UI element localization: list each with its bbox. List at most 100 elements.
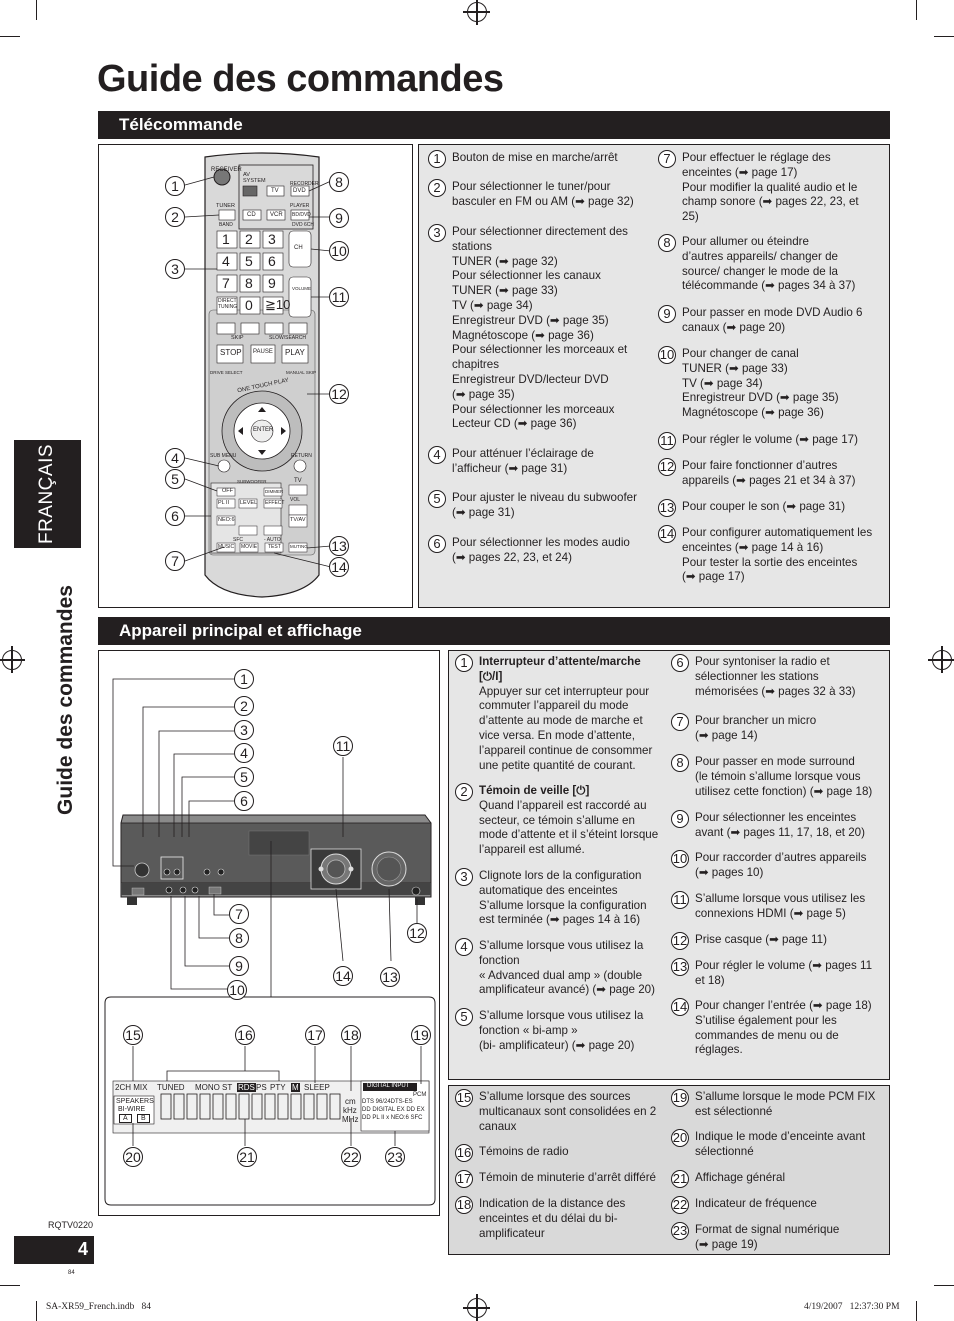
display-digital-input: DIGITAL INPUT [367, 1083, 410, 1089]
callout-10: 10 [329, 241, 349, 261]
section-header-unit: Appareil principal et affichage [98, 617, 890, 645]
unit-callout-15: 15 [123, 1025, 143, 1045]
crop-mark [0, 1285, 20, 1286]
display-tuned: TUNED [157, 1083, 185, 1092]
display-speaker-b: B [137, 1114, 150, 1123]
recorder-label: RECORDER [290, 181, 319, 187]
unit-callout-13: 13 [380, 967, 400, 987]
display-rds: RDS [237, 1083, 256, 1092]
callout-11: 11 [329, 287, 349, 307]
cd-button-label: CD [247, 212, 256, 218]
callout-9: 9 [329, 208, 349, 228]
footer-date: 4/19/2007 12:37:30 PM [804, 1302, 900, 1312]
callout-1: 1 [165, 176, 185, 196]
crop-mark [36, 1301, 37, 1321]
sub-menu-label: SUB MENU [210, 453, 237, 459]
skip-label: SKIP [231, 335, 244, 341]
enter-button-label: ENTER [253, 427, 274, 433]
tv-av-label: TV/AV [290, 517, 306, 523]
digit-4: 4 [222, 253, 230, 269]
band-label: BAND [219, 222, 233, 228]
digit-1: 1 [222, 231, 230, 247]
digit-3: 3 [268, 231, 276, 247]
display-pl-neo: DD PL II x NEO:6 SFC [362, 1115, 423, 1121]
remote-illustration [184, 152, 332, 598]
unit-item-2-title: Témoin de veille [⏻] [479, 784, 590, 797]
digit-0: 0 [245, 297, 253, 313]
unit-callout-19: 19 [411, 1025, 431, 1045]
bd-dvd-button-label: BD/DVD [292, 212, 311, 218]
crop-mark [36, 0, 37, 20]
display-m: M [291, 1083, 300, 1092]
unit-callout-16: 16 [235, 1025, 255, 1045]
sfc-label: SFC [233, 537, 243, 543]
callout-14: 14 [329, 557, 349, 577]
callout-7: 7 [165, 551, 185, 571]
dimmer-button-label: DIMMER [265, 489, 284, 494]
unit-callout-3: 3 [234, 720, 254, 740]
callout-3: 3 [165, 259, 185, 279]
side-section-title: Guide des commandes [54, 585, 77, 815]
pause-button-label: PAUSE [253, 349, 273, 355]
language-tab: FRANÇAIS [14, 440, 81, 548]
display-2ch-mix: 2CH MIX [115, 1083, 148, 1092]
display-cm: cm [345, 1097, 356, 1106]
unit-callout-2: 2 [234, 696, 254, 716]
digit-8: 8 [245, 275, 253, 291]
muting-button-label: MUTING [290, 544, 308, 549]
unit-callout-23: 23 [385, 1147, 405, 1167]
unit-item-1-title: Interrupteur d’attente/marche [⏻/I] [479, 655, 641, 683]
crop-mark [0, 36, 20, 37]
display-biwire: BI-WIRE [118, 1106, 146, 1113]
dvd-button-label: DVD [293, 188, 306, 194]
callout-5: 5 [165, 469, 185, 489]
manual-skip-label: MANUAL SKIP [286, 370, 317, 375]
pl2-button-label: PL II [218, 500, 230, 506]
digit-9: 9 [268, 275, 276, 291]
language-tab-label: FRANÇAIS [36, 443, 57, 545]
subwoofer-label: SUBWOOFER [237, 479, 267, 484]
registration-mark-icon [928, 646, 954, 673]
effect-button-label: EFFECT [265, 500, 285, 506]
auto-label: - AUTO [264, 537, 281, 543]
callout-6: 6 [165, 506, 185, 526]
display-mhz: MHz [342, 1115, 359, 1124]
return-label: RETURN [291, 453, 312, 459]
ch-label: CH [294, 245, 303, 251]
doc-code: RQTV0220 [48, 1220, 94, 1230]
callout-8: 8 [329, 172, 349, 192]
stop-button-label: STOP [220, 348, 242, 357]
off-button-label: OFF [222, 488, 233, 494]
unit-callout-22: 22 [341, 1147, 361, 1167]
unit-callout-5: 5 [234, 767, 254, 787]
unit-callout-14: 14 [333, 966, 353, 986]
registration-mark-icon [463, 1294, 490, 1321]
digit-6: 6 [268, 253, 276, 269]
vcr-button-label: VCR [270, 212, 283, 218]
display-pty: PTY [270, 1083, 286, 1092]
test-button-label: TEST [268, 544, 281, 550]
